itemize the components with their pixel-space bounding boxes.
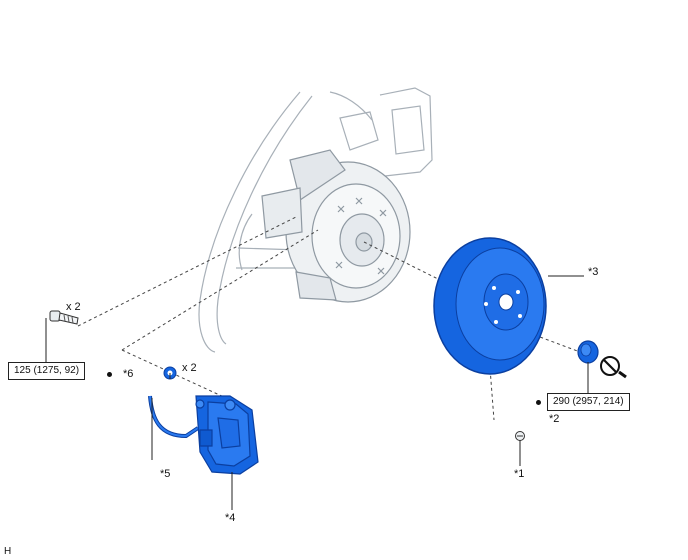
set-screw	[515, 431, 525, 441]
callout-3: *3	[588, 266, 599, 278]
hub-studs-lineart	[335, 197, 387, 275]
figure-code: H	[4, 546, 12, 557]
callout-2: *2	[549, 413, 560, 425]
brake-caliper	[195, 395, 259, 475]
leader-lines	[45, 275, 589, 510]
hub-nut	[577, 340, 599, 364]
callout-4: *4	[225, 512, 236, 524]
callout-6: *6	[123, 368, 134, 380]
bolt-quantity-label: x 2	[66, 301, 81, 313]
wheel-arch-lineart	[198, 87, 433, 353]
seal-quantity-label: x 2	[182, 362, 197, 374]
hub-nut-torque-spec: 290 (2957, 214)	[547, 393, 630, 411]
brake-disc	[433, 237, 547, 375]
bullet-dot-seal	[107, 372, 112, 377]
callout-5: *5	[160, 468, 171, 480]
assembly-guide-lines	[77, 215, 581, 421]
caliper-bolt	[49, 310, 79, 325]
brake-hose	[148, 395, 200, 439]
callout-1: *1	[514, 468, 525, 480]
no-reuse-icon	[600, 356, 627, 379]
bolt-torque-spec: 125 (1275, 92)	[8, 362, 86, 380]
bullet-dot-hub-nut	[536, 400, 541, 405]
hub-backing-plate	[261, 149, 411, 303]
